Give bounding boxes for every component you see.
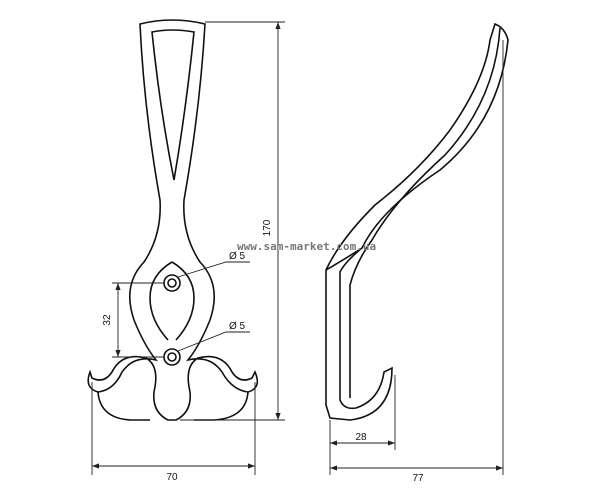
watermark: www.sam-market.com.ua [237, 240, 376, 253]
lower-hole-diameter-label: Ø 5 [229, 321, 246, 332]
side-view [325, 22, 509, 421]
front-view [87, 19, 259, 421]
upper-hole [163, 274, 181, 292]
dim-77-label: 77 [412, 473, 424, 484]
front-dimensions [91, 21, 285, 475]
dim-70-label: 70 [166, 472, 178, 483]
dim-32-label: 32 [102, 314, 113, 326]
dim-28-label: 28 [355, 432, 367, 443]
dim-170-label: 170 [262, 219, 273, 236]
upper-hole-diameter-label: Ø 5 [229, 251, 246, 262]
lower-hole [163, 348, 181, 366]
side-dimensions [329, 40, 504, 475]
